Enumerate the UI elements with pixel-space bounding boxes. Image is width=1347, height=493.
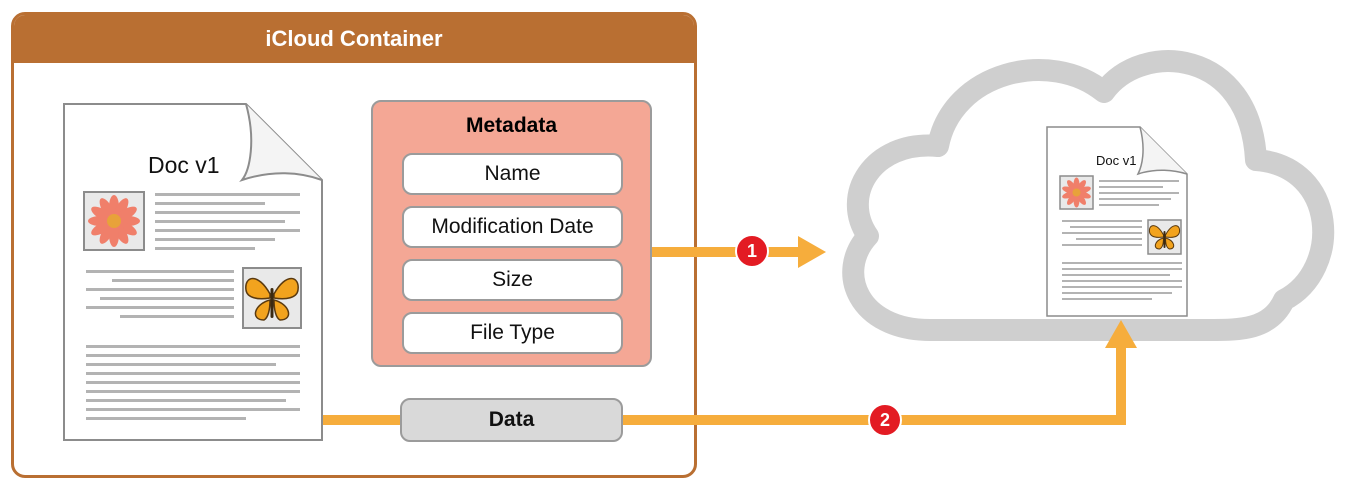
data-block: Data (400, 398, 623, 442)
metadata-field-modification-date: Modification Date (402, 206, 623, 248)
container-title: iCloud Container (14, 15, 694, 63)
data-arrowhead-icon (1105, 320, 1137, 348)
metadata-field-name: Name (402, 153, 623, 195)
step-badge-1: 1 (735, 234, 769, 268)
metadata-arrowhead-icon (798, 236, 826, 268)
metadata-field-size: Size (402, 259, 623, 301)
document-title: Doc v1 (148, 152, 220, 178)
cloud-document-text-lines (1062, 180, 1182, 300)
cloud-flower-image-icon (1059, 175, 1094, 210)
cloud-document-icon (1046, 126, 1188, 317)
metadata-title: Metadata (465, 114, 558, 137)
cloud-butterfly-image-icon (1147, 219, 1182, 255)
metadata-box: Metadata Name Modification Date Size Fil… (371, 100, 652, 367)
metadata-field-file-type: File Type (402, 312, 623, 354)
step-badge-2: 2 (868, 403, 902, 437)
cloud-document-title: Doc v1 (1096, 153, 1137, 168)
